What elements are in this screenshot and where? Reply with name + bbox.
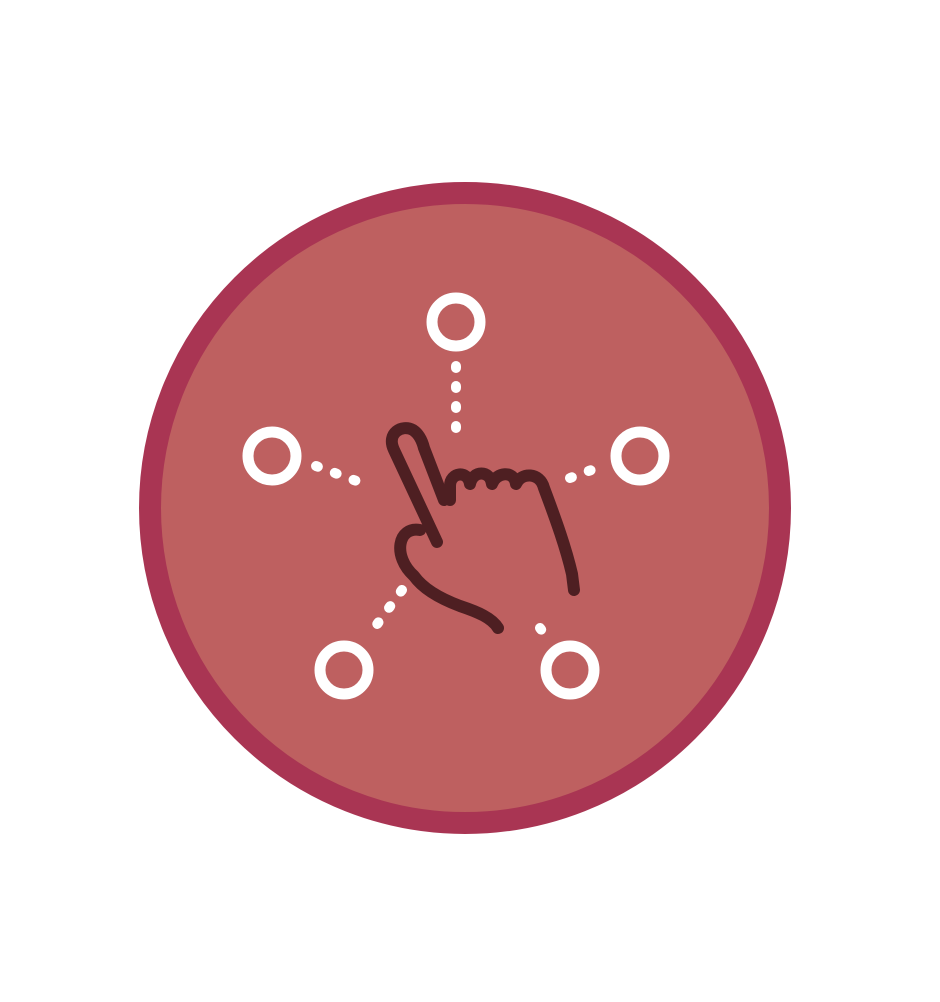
badge-circle	[139, 182, 791, 834]
node-right	[610, 426, 670, 486]
connector-right	[565, 461, 607, 483]
connector-bottom-right	[535, 623, 551, 641]
connector-bottom-left	[365, 585, 407, 639]
network-nodes	[242, 292, 670, 700]
hand-palm	[394, 523, 504, 634]
node-left	[242, 426, 302, 486]
node-bottom-right	[540, 640, 600, 700]
hand-index-finger	[386, 422, 450, 548]
pointing-hand-icon	[386, 422, 580, 634]
node-top	[426, 292, 486, 352]
dotted-connectors	[311, 361, 607, 641]
node-bottom-left	[314, 640, 374, 700]
hand-knuckles	[444, 467, 580, 596]
